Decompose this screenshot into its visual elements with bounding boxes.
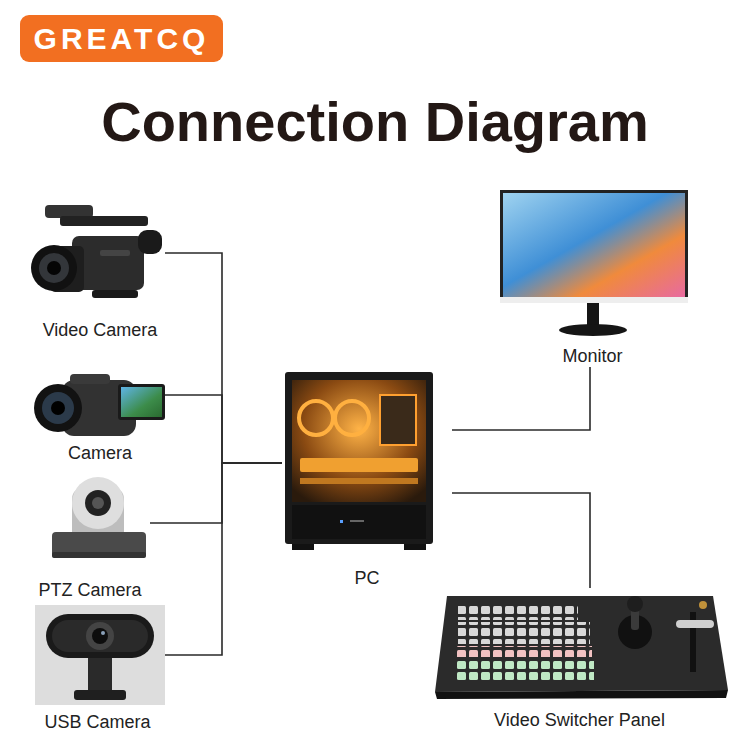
switcher-panel-picture xyxy=(435,596,728,699)
cable-connector xyxy=(452,493,590,588)
pc-picture xyxy=(285,372,433,550)
diagram-title: Connection Diagram xyxy=(0,86,750,158)
device-node: Video Switcher Panel xyxy=(432,588,727,731)
device-label: Monitor xyxy=(562,345,622,367)
device-node: USB Camera xyxy=(30,603,165,733)
device-label: Video Camera xyxy=(43,319,158,341)
brand-logo: GREATCQ xyxy=(20,15,223,62)
device-label: PC xyxy=(354,567,379,589)
device-node: Monitor xyxy=(495,188,690,367)
device-label: Camera xyxy=(68,442,132,464)
device-label: Video Switcher Panel xyxy=(494,709,665,731)
cable-connector xyxy=(165,463,282,655)
monitor-picture xyxy=(500,190,688,336)
device-label: USB Camera xyxy=(44,711,150,733)
logo-text: GREATCQ xyxy=(34,21,210,57)
camera-picture xyxy=(34,374,165,436)
device-node: Video Camera xyxy=(35,200,165,341)
video-camera-picture xyxy=(31,205,162,298)
cable-connector xyxy=(452,367,590,430)
device-node: Camera xyxy=(35,372,165,464)
device-node: PTZ Camera xyxy=(30,470,150,601)
cable-connector xyxy=(165,395,282,463)
device-node: PC xyxy=(282,365,452,589)
cable-connector xyxy=(150,463,282,523)
device-label: PTZ Camera xyxy=(38,579,141,601)
cable-connector xyxy=(165,253,282,463)
ptz-camera-picture xyxy=(52,477,146,558)
usb-camera-picture xyxy=(35,605,165,705)
